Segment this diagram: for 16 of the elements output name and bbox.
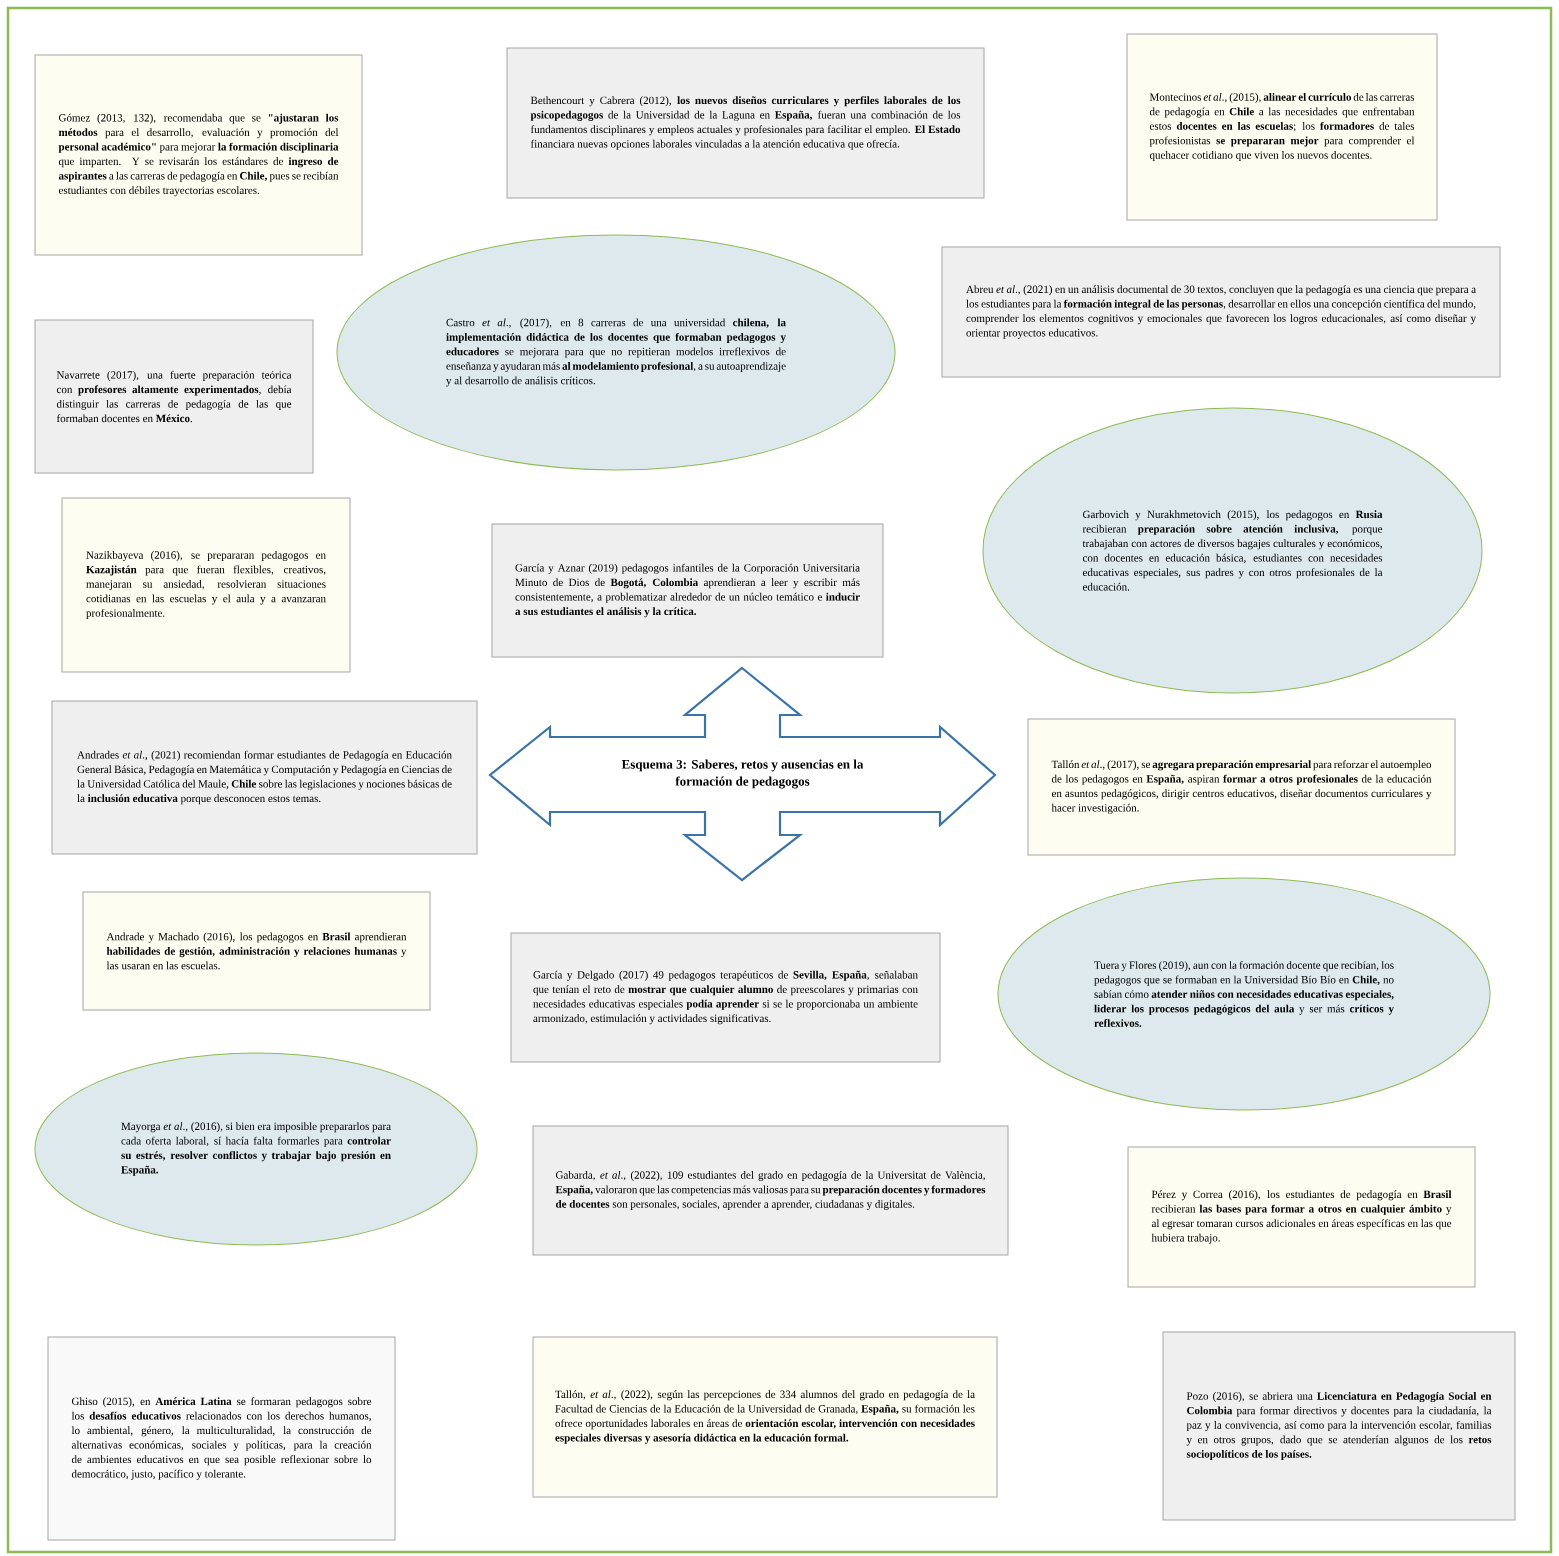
text-box: Nazikbayeva (2016), se prepararan pedagogos en Kazajistán para que fueran flexibles, creativos, manejaran su ansiedad, resolvieran situaciones cotidianas en las escuelas y el aula y a avanzaran profesionalmente. [61, 497, 351, 673]
text-box: Bethencourt y Cabrera (2012), los nuevos diseños curriculares y perfiles laborales de los psicopedagogos de la Universidad de la Laguna en España, fueran una combinación de los fundamentos disciplinares y empleos actuales y profesionales para facilitar el empleo. El Estado financiara nuevas opciones laborales vinculadas a la atención educativa que ofrecía. [506, 47, 985, 199]
text-box: Pérez y Correa (2016), los estudiantes de pedagogía en Brasil recibieran las bases para formar a otros en cualquier ámbito y al egresar tomaran cursos adicionales en áreas específicas en las que hubiera trabajo. [1127, 1146, 1476, 1288]
text-box: García y Aznar (2019) pedagogos infantiles de la Corporación Universitaria Minuto de Dios de Bogotá, Colombia aprendieran a leer y escribir más consistentemente, a problematizar alrededor de un núcleo temático e inducir a sus estudiantes el análisis y la crítica. [491, 523, 884, 658]
text-box: García y Delgado (2017) 49 pedagogos terapéuticos de Sevilla, España, señalaban que tenían el reto de mostrar que cualquier alumno de preescolares y primarias con necesidades educativas especiales podía aprender si se le proporcionaba un ambiente armonizado, estimulación y actividades significativas. [510, 932, 941, 1063]
text-box: Tallón et al., (2017), se agregara preparación empresarial para reforzar el autoempleo de los pedagogos en España, aspiran formar a otros profesionales de la educación en asuntos pedagógicos, dirigir centros educativos, diseñar documentos curriculares y hacer investigación. [1027, 718, 1456, 856]
text-box: Montecinos et al., (2015), alinear el currículo de las carreras de pedagogía en Chile a las necesidades que enfrentaban estos docentes en las escuelas; los formadores de tales profesionistas se prepararan mejor para comprender el quehacer cotidiano que viven los nuevos docentes. [1126, 33, 1438, 221]
text-box: Tallón, et al., (2022), según las percepciones de 334 alumnos del grado en pedagogía de la Facultad de Ciencias de la Educación de la Universidad de Granada, España, su formación les ofrece oportunidades laborales en áreas de orientación escolar, intervención con necesidades especiales diversas y asesoría didáctica en la educación formal. [532, 1336, 998, 1498]
text-box: Abreu et al., (2021) en un análisis documental de 30 textos, concluyen que la pedagogía es una ciencia que prepara a los estudiantes para la formación integral de las personas, desarrollar en ellos una concepción científica del mundo, comprender los elementos cognitivos y emocionales que favorecen los logros educacionales, así como diseñar y orientar proyectos educativos. [941, 246, 1501, 378]
text-box: Navarrete (2017), una fuerte preparación teórica con profesores altamente experimentados, debía distinguir las carreras de pedagogía de las que formaban docentes en México. [34, 319, 314, 474]
text-box: Gómez (2013, 132), recomendaba que se "ajustaran los métodos para el desarrollo, evaluación y promoción del personal académico" para mejorar la formación disciplinaria que imparten. Y se revisarán los estándares de ingreso de aspirantes a las carreras de pedagogía en Chile, pues se recibían estudiantes con débiles trayectorias escolares. [34, 54, 363, 256]
text-box: Andrade y Machado (2016), los pedagogos en Brasil aprendieran habilidades de gestión, administración y relaciones humanas y las usaran en las escuelas. [82, 891, 431, 1011]
text-box: Andrades et al., (2021) recomiendan formar estudiantes de Pedagogía en Educación General Básica, Pedagogía en Matemática y Computación y Pedagogía en Ciencias de la Universidad Católica del Maule, Chile sobre las legislaciones y nociones básicas de la inclusión educativa porque desconocen estos temas. [51, 700, 478, 855]
text-box: Ghiso (2015), en América Latina se formaran pedagogos sobre los desafíos educativos relacionados con los derechos humanos, lo ambiental, género, la multiculturalidad, la construcción de alternativas económicas, sociales y políticas, para la creación de ambientes educativos en que sea posible reflexionar sobre lo democrático, justo, pacífico y tolerante. [47, 1336, 396, 1541]
text-box: Pozo (2016), se abriera una Licenciatura en Pedagogía Social en Colombia para formar directivos y docentes para la ciudadanía, la paz y la convivencia, así como para la intervención escolar, familias y en otros grupos, dado que se atenderían algunos de los retos sociopolíticos de los países. [1162, 1331, 1516, 1521]
text-box: Gabarda, et al., (2022), 109 estudiantes del grado en pedagogía de la Universitat de València, España, valoraron que las competencias más valiosas para su preparación docentes y formadores de docentes son personales, sociales, aprender a aprender, ciudadanas y digitales. [532, 1125, 1009, 1256]
